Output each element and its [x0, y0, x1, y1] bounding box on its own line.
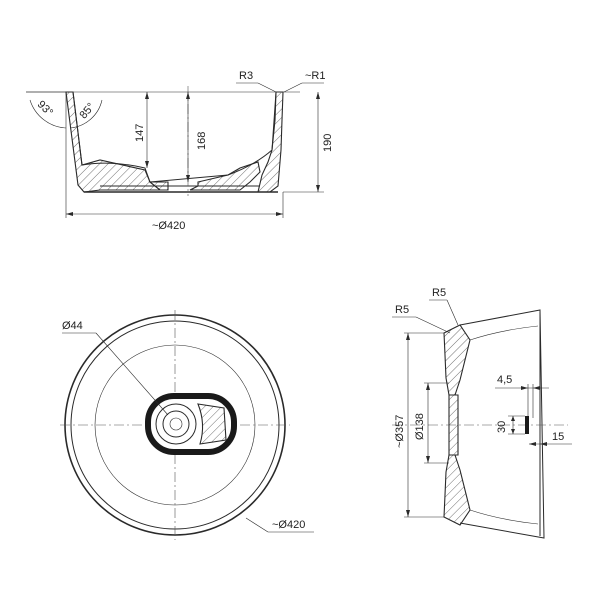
section-radius-outer-label: R5	[432, 287, 446, 299]
angle-arc-outer	[29, 99, 67, 129]
section-wall-bottom	[443, 454, 471, 526]
side-view: 93° 85° R3 ~R1 147 168 190 ~Ø420	[26, 70, 334, 232]
top-outer-diameter-label: ~Ø420	[272, 519, 305, 531]
section-inner-top-curve	[469, 325, 539, 341]
depth-inner-label: 147	[134, 124, 146, 142]
outer-leader	[245, 517, 269, 533]
depth-center-label: 168	[196, 132, 208, 150]
section-slot-height-label: 30	[496, 421, 508, 433]
radius-lip-leader	[283, 82, 303, 93]
radius-top-leader	[257, 82, 277, 93]
section-slot	[525, 416, 529, 434]
r5-inner-leader	[415, 316, 451, 334]
angle-arc-inner	[69, 99, 103, 129]
height-total-label: 190	[322, 134, 334, 152]
section-view: R5 R5 ~Ø357 Ø138 4,5 30 15	[392, 287, 572, 539]
diameter-total-label: ~Ø420	[152, 220, 185, 232]
drain-leader	[95, 332, 169, 416]
side-right-wall	[257, 91, 284, 193]
section-diameter-drain-label: Ø138	[414, 413, 426, 440]
drain-center	[169, 417, 183, 431]
section-wall-top	[443, 324, 471, 396]
drain-outer-ring	[155, 403, 197, 445]
section-inner-bottom-curve	[469, 509, 539, 525]
drain-hatched-insert	[197, 403, 227, 445]
section-radius-inner-label: R5	[395, 304, 409, 316]
section-small-gap-label: 4,5	[497, 374, 512, 386]
dim-30-arrows	[511, 416, 515, 434]
dim-45-arrows	[521, 386, 540, 390]
side-inner-contour	[72, 91, 277, 183]
r5-outer-leader	[446, 299, 459, 326]
drain-inner-ring	[162, 410, 190, 438]
radius-lip-label: ~R1	[305, 70, 326, 82]
section-diameter-inner-label: ~Ø357	[394, 415, 406, 448]
section-outer-contour	[459, 309, 545, 539]
angle-outer-label: 93°	[35, 99, 55, 119]
dim-15-arrows	[529, 442, 547, 446]
radius-top-label: R3	[239, 70, 253, 82]
angle-inner-label: 85°	[77, 101, 97, 121]
section-slot-width-label: 15	[552, 431, 564, 443]
drain-diameter-label: Ø44	[62, 320, 83, 332]
top-view: Ø44 ~Ø420	[60, 310, 314, 540]
